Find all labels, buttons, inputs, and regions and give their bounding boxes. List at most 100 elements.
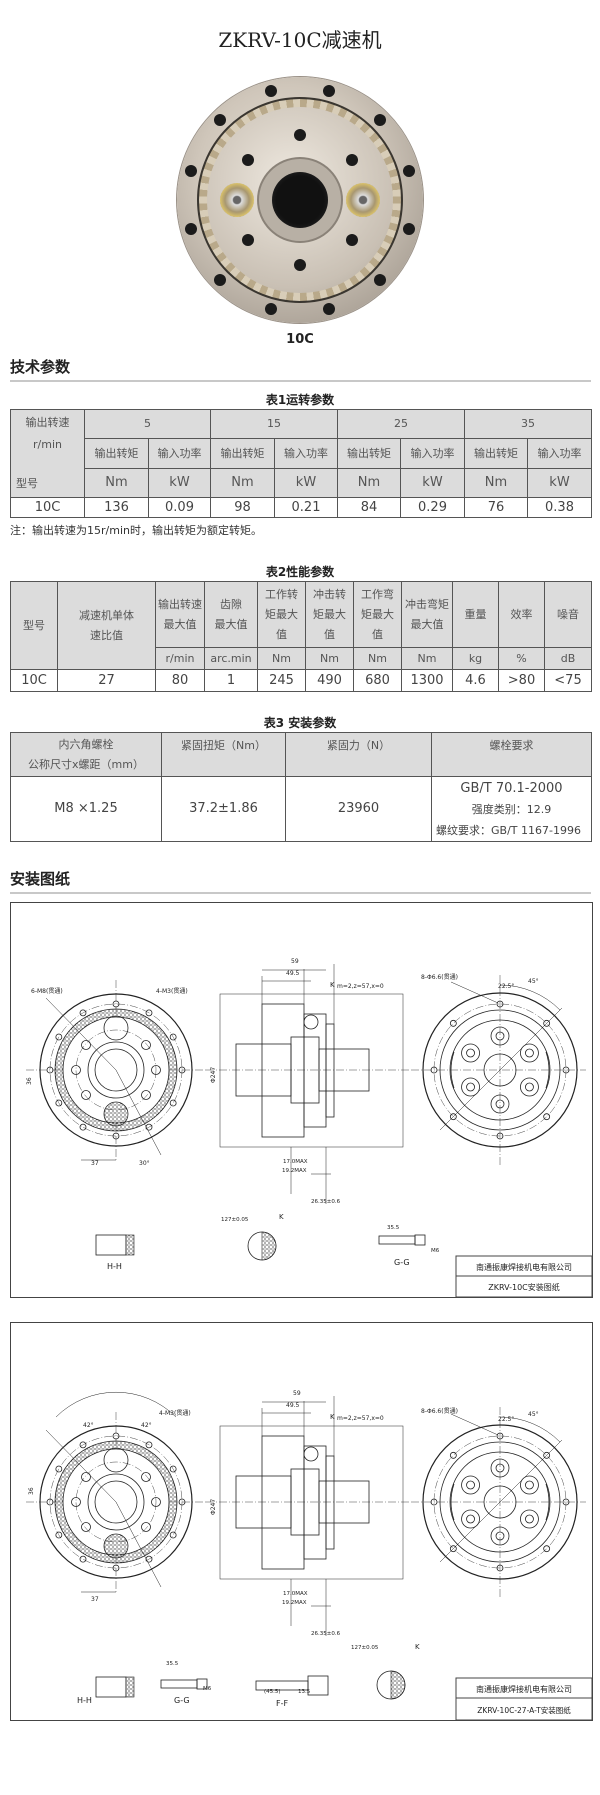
sub-header: 输入功率 — [274, 438, 338, 469]
company-name: 南通振康焊接机电有限公司 — [476, 1262, 572, 1272]
unit-cell: arc.min — [204, 647, 258, 670]
lower-port — [103, 1533, 129, 1559]
section-label: G-G — [174, 1696, 190, 1705]
dim-label: 37 — [91, 1160, 99, 1167]
gear-ring-section — [303, 1013, 327, 1128]
bolt-hole — [264, 84, 277, 97]
section-ff-head — [307, 1675, 329, 1696]
tapped-hole — [141, 1472, 151, 1482]
req-line: GB/T 70.1-2000 — [460, 780, 563, 796]
dim-label: Φ247 — [210, 1499, 217, 1515]
bolt-hole — [496, 1000, 504, 1008]
bolt-hole — [184, 164, 197, 177]
table-performance-params: 型号减速机单体 速比值输出转速 最大值齿隙 最大值工作转 矩最大 值冲击转 矩最… — [10, 581, 592, 692]
dim-label: 30° — [139, 1160, 150, 1167]
pin-boss — [461, 1509, 480, 1529]
dim-label: K — [330, 981, 335, 989]
cell-model: 10C — [10, 497, 85, 518]
dim-label: 49.5 — [286, 970, 300, 977]
gear-ring-section — [303, 1445, 327, 1560]
dim-label: 42° — [141, 1422, 152, 1429]
unit-cell: Nm — [353, 647, 402, 670]
extension-lines — [261, 964, 335, 1024]
bolt-hole — [242, 154, 254, 166]
cell: 80 — [155, 669, 205, 692]
tapped-hole — [81, 1472, 91, 1482]
section-hh-bearing — [125, 1234, 135, 1256]
unit-cell: r/min — [155, 647, 205, 670]
dim-label: 4-M3(贯通) — [159, 1409, 191, 1417]
flange-section — [325, 1023, 335, 1118]
header-cell: 重量 — [452, 581, 499, 648]
dim-label: K — [330, 1413, 335, 1421]
envelope-dim — [219, 1425, 404, 1580]
header-cell: 噪音 — [544, 581, 592, 648]
cell: 136 — [84, 497, 149, 518]
corner-header: 输出转速 r/min 型号 — [10, 409, 85, 498]
output-shaft — [318, 1048, 370, 1092]
section-gg-pin — [378, 1235, 416, 1245]
photo-caption: 10C — [286, 332, 314, 347]
product-photo — [177, 77, 423, 323]
leader — [45, 997, 117, 1071]
bolt-circle — [433, 1435, 567, 1569]
bolt-hole — [346, 234, 358, 246]
bolt-hole — [213, 114, 226, 127]
drawing-name: ZKRV-10C安装图纸 — [488, 1282, 560, 1292]
pin-boss — [490, 1458, 510, 1478]
bolt-hole — [214, 274, 227, 287]
tapped-hole — [141, 1040, 151, 1050]
bolt-hole — [46, 1066, 54, 1074]
bolt-hole — [184, 223, 197, 236]
installation-drawing-1: 6-M8(贯通) 4-M3(贯通) 8-Φ6.6(贯通) m=2,z=57,x=… — [10, 902, 593, 1298]
bolt-hole — [496, 1132, 504, 1140]
dim-label: 35.5 — [387, 1225, 400, 1231]
unit-cell: kW — [400, 468, 465, 498]
bolt-hole — [145, 1441, 153, 1449]
pin-boss — [461, 1475, 480, 1495]
header-force: 紧固力（N） — [285, 732, 432, 777]
bolt-hole — [169, 1531, 177, 1539]
tapped-hole — [81, 1090, 91, 1100]
bolt-hole — [323, 84, 336, 97]
pin-boss — [490, 1526, 510, 1546]
pin-hole — [466, 1048, 475, 1058]
unit-cell: kW — [148, 468, 211, 498]
drawing-canvas: 4-M3(贯通) 8-Φ6.6(贯通) m=2,z=57,x=0 K 59 49… — [26, 1390, 593, 1721]
dim-label: M6 — [431, 1248, 440, 1254]
bolt-hole — [449, 1113, 457, 1121]
pin-boss — [490, 1094, 510, 1114]
pin-boss — [520, 1509, 539, 1529]
unit-cell: Nm — [401, 647, 453, 670]
pin-boss — [490, 1026, 510, 1046]
bore — [94, 1048, 138, 1092]
bolt-hole — [79, 1009, 87, 1017]
bolt-hole — [112, 1132, 120, 1140]
pin-hole — [525, 1480, 534, 1490]
title-block: 南通振康焊接机电有限公司 ZKRV-10C-27-A-T安装图纸 — [455, 1677, 593, 1721]
table2-caption: 表2性能参数 — [265, 565, 335, 579]
pin-hole — [495, 1031, 505, 1041]
bolt-circle — [49, 1435, 183, 1569]
unit-cell: Nm — [305, 647, 354, 670]
header-cell: 效率 — [498, 581, 545, 648]
pin-hole — [466, 1082, 475, 1092]
dim-label: 36 — [28, 1487, 35, 1495]
bolt-hole — [496, 1432, 504, 1440]
pin-hole — [525, 1514, 534, 1524]
bolt-hole — [112, 1432, 120, 1440]
bolt-hole — [178, 1066, 186, 1074]
speed-header: 15 — [210, 409, 338, 439]
cell: 84 — [337, 497, 401, 518]
leader — [439, 1007, 563, 1131]
pin-boss — [520, 1077, 539, 1097]
pin-hole — [525, 1048, 534, 1058]
carrier-ring — [449, 1451, 551, 1553]
leader — [45, 1429, 117, 1503]
section-hh-bearing — [125, 1676, 135, 1698]
corner-unit: r/min — [33, 438, 62, 451]
envelope-dim — [219, 993, 404, 1148]
upper-port — [103, 1447, 129, 1473]
dim-label: 17.0MAX — [283, 1159, 308, 1165]
